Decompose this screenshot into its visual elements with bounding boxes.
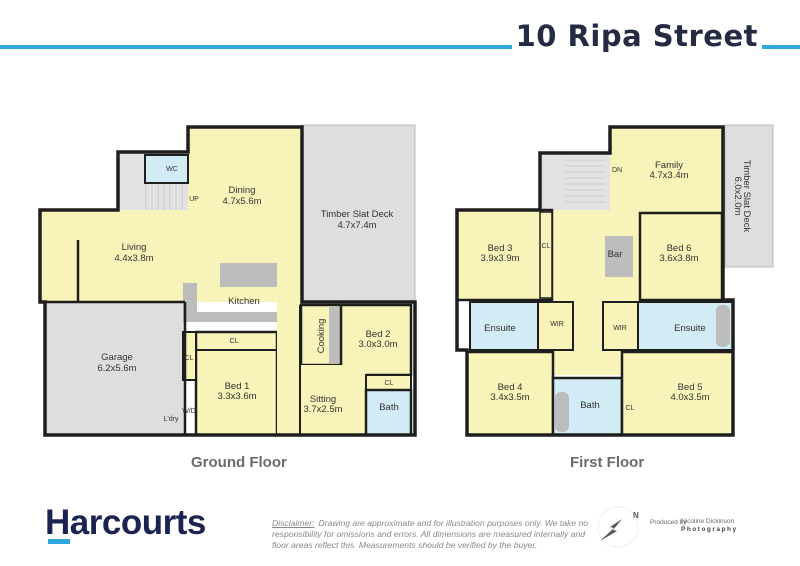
garage-area	[45, 302, 185, 435]
first-floor-plan: Family 4.7x3.4m Timber Slat Deck 6.0x2.0…	[455, 124, 774, 437]
bed5-dims: 4.0x3.5m	[670, 392, 709, 403]
producer-credit: Nicoline Dickinson Photography	[681, 518, 738, 534]
bed3-dims: 3.9x3.9m	[480, 253, 519, 264]
stair-treads-icon	[145, 184, 183, 210]
bed2-dims: 3.0x3.0m	[358, 339, 397, 350]
wc-label: WC	[166, 166, 178, 173]
wir-right-label: WIR	[613, 325, 627, 332]
cooking-label: Cooking	[316, 319, 327, 354]
deck-dims: 6.0x2.0m	[732, 176, 743, 215]
harcourts-logo: Harcourts	[45, 503, 206, 542]
first-floor-outer-wall	[455, 125, 735, 437]
ground-floor-plan: Dining 4.7x5.6m Living 4.4x3.8m Timber S…	[38, 124, 417, 437]
compass-north-label: N	[633, 511, 639, 520]
stairs-down-label: DN	[612, 167, 622, 174]
bed3-closet	[539, 211, 553, 299]
bed6-room	[638, 211, 724, 302]
deck-area	[301, 124, 416, 303]
wc-room	[144, 154, 189, 184]
bed1-closet-label: CL	[230, 338, 239, 345]
cooking-counter	[329, 307, 339, 363]
deck-dims: 4.7x7.4m	[337, 220, 376, 231]
disclaimer-label: Disclaimer:	[272, 518, 315, 528]
deck-label: Timber Slat Deck	[741, 160, 752, 233]
sitting-room	[280, 365, 366, 435]
first-floor-label: First Floor	[570, 454, 645, 471]
bed3-closet-label: CL	[542, 243, 551, 250]
living-label: Living	[122, 242, 147, 253]
family-room	[610, 127, 723, 213]
bath-label: Bath	[580, 400, 600, 411]
produced-by-label: Produced by	[650, 519, 687, 526]
stair-treads-icon	[565, 159, 605, 203]
logo-accent-bar	[48, 539, 70, 544]
stairs-up-label: UP	[189, 196, 199, 203]
bed4-room	[465, 350, 555, 437]
bath-tub	[555, 392, 569, 432]
wir-left	[537, 301, 574, 351]
dining-dims: 4.7x5.6m	[222, 196, 261, 207]
wir-left-label: WIR	[550, 321, 564, 328]
bar-counter	[605, 236, 633, 277]
bed4-dims: 3.4x3.5m	[490, 392, 529, 403]
stairs-area	[540, 153, 610, 211]
bed3-label: Bed 3	[488, 243, 513, 254]
deck-label: Timber Slat Deck	[321, 209, 394, 220]
living-dims: 4.4x3.8m	[114, 253, 153, 264]
sitting-dims: 3.7x2.5m	[303, 404, 342, 415]
producer-name: Nicoline Dickinson	[681, 518, 735, 525]
family-dims: 4.7x3.4m	[649, 170, 688, 181]
wd-label: W/D	[182, 408, 196, 415]
garage-closet-label: CL	[185, 355, 194, 362]
header-accent-line	[0, 45, 800, 49]
laundry-label: L'dry	[164, 416, 179, 423]
bed2-closet-label: CL	[385, 380, 394, 387]
ground-floor-label: Ground Floor	[191, 454, 287, 471]
kitchen-counter	[183, 283, 277, 322]
disclaimer-text: Drawing are approximate and for illustra…	[272, 518, 589, 550]
living-area	[40, 210, 190, 302]
property-title: 10 Ripa Street	[511, 16, 762, 56]
garage-dims: 6.2x5.6m	[97, 363, 136, 374]
bed1-dims: 3.3x3.6m	[217, 391, 256, 402]
bar-label: Bar	[608, 249, 623, 260]
disclaimer: Disclaimer:Drawing are approximate and f…	[272, 518, 592, 551]
bed5-room	[620, 350, 735, 437]
kitchen-island	[220, 263, 277, 287]
bed6-label: Bed 6	[667, 243, 692, 254]
bed5-closet-label: CL	[626, 405, 635, 412]
ensuite-left-label: Ensuite	[484, 323, 516, 334]
producer-sub: Photography	[681, 526, 738, 533]
bed2-label: Bed 2	[366, 329, 391, 340]
compass-icon: N	[597, 506, 639, 548]
wir-right	[602, 301, 639, 351]
bed6-dims: 3.6x3.8m	[659, 253, 698, 264]
deck-area	[724, 124, 774, 268]
kitchen-label: Kitchen	[228, 296, 260, 307]
bed2-room	[339, 303, 413, 377]
bed4-label: Bed 4	[498, 382, 523, 393]
family-label: Family	[655, 160, 683, 171]
ensuite-right-label: Ensuite	[674, 323, 706, 334]
bath-label: Bath	[379, 402, 399, 413]
dining-label: Dining	[229, 185, 256, 196]
bed1-label: Bed 1	[225, 381, 250, 392]
ensuite-left	[469, 301, 539, 351]
bed5-label: Bed 5	[678, 382, 703, 393]
ensuite-tub	[716, 305, 730, 347]
sitting-label: Sitting	[310, 394, 336, 405]
garage-label: Garage	[101, 352, 133, 363]
